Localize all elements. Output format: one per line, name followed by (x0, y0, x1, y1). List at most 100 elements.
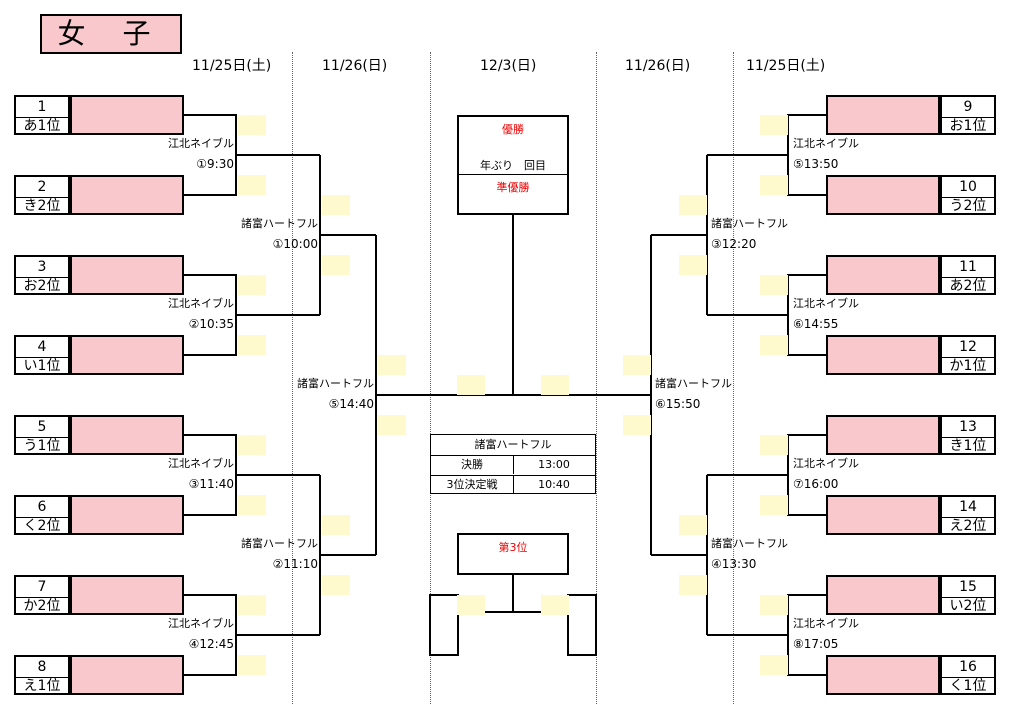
seed-number: 10 (942, 177, 994, 198)
group-rank: く2位 (23, 518, 61, 534)
match-venue: 江北ネイブル (793, 137, 859, 150)
match-time: ④12:45 (188, 637, 234, 651)
team-name-box (826, 255, 940, 295)
group-rank: え2位 (949, 518, 987, 534)
score-box (623, 355, 651, 375)
schedule-row: 3位決定戦 10:40 (431, 475, 595, 495)
score-box (238, 655, 266, 675)
group-rank: き1位 (949, 438, 987, 454)
team-name-box (70, 95, 184, 135)
group-rank: く1位 (949, 678, 987, 694)
score-box (760, 115, 788, 135)
score-box (322, 515, 350, 535)
date-header-final: 12/3(日) (480, 58, 537, 74)
seed-number: 4 (16, 337, 68, 358)
match-venue: 江北ネイブル (793, 297, 859, 310)
score-box (760, 175, 788, 195)
score-box (760, 655, 788, 675)
score-box (760, 275, 788, 295)
match-time: ②10:35 (188, 317, 234, 331)
score-box (238, 335, 266, 355)
score-box (679, 255, 707, 275)
group-rank: え1位 (23, 678, 61, 694)
score-box (679, 195, 707, 215)
score-box (238, 595, 266, 615)
score-box (322, 195, 350, 215)
team-name-box (70, 575, 184, 615)
score-box (322, 575, 350, 595)
group-rank: い2位 (949, 598, 987, 614)
team-name-box (826, 335, 940, 375)
seed-number: 11 (942, 257, 994, 278)
score-box (541, 375, 569, 395)
date-header-right-round2: 11/26(日) (625, 58, 691, 74)
team-name-box (70, 255, 184, 295)
match-venue: 諸富ハートフル (655, 377, 732, 390)
group-rank: う2位 (949, 198, 987, 214)
match-time: ①10:00 (272, 237, 318, 251)
group-rank: お2位 (23, 278, 61, 294)
final-schedule-table: 諸富ハートフル 決勝 13:00 3位決定戦 10:40 (430, 434, 596, 494)
score-box (457, 375, 485, 395)
match-venue: 江北ネイブル (793, 617, 859, 630)
score-box (760, 595, 788, 615)
match-time: ⑥15:50 (655, 397, 701, 411)
seed-number: 6 (16, 497, 68, 518)
seed-number: 12 (942, 337, 994, 358)
match-venue: 江北ネイブル (168, 457, 234, 470)
schedule-match-time: 10:40 (538, 478, 570, 491)
match-time: ①9:30 (196, 157, 234, 171)
seed-number: 13 (942, 417, 994, 438)
match-venue: 江北ネイブル (168, 137, 234, 150)
team-name-box (826, 575, 940, 615)
score-box (760, 435, 788, 455)
score-box (238, 115, 266, 135)
date-header-left-round1: 11/25日(土) (192, 58, 272, 74)
match-time: ⑦16:00 (793, 477, 839, 491)
group-rank: か2位 (23, 598, 61, 614)
seed-number: 7 (16, 577, 68, 598)
third-place-label: 第3位 (498, 541, 528, 554)
champion-box: 優勝 年ぶり 回目 準優勝 (457, 115, 569, 215)
page-title: 女 子 (40, 14, 182, 54)
match-venue: 江北ネイブル (168, 617, 234, 630)
date-header-left-round2: 11/26(日) (322, 58, 388, 74)
score-box (457, 595, 485, 615)
seed-number: 3 (16, 257, 68, 278)
team-name-box (70, 175, 184, 215)
group-rank: あ1位 (23, 118, 61, 134)
score-box (760, 335, 788, 355)
team-name-box (70, 415, 184, 455)
score-box (238, 495, 266, 515)
match-time: ②11:10 (272, 557, 318, 571)
match-venue: 諸富ハートフル (711, 537, 788, 550)
match-time: ⑤14:40 (328, 397, 374, 411)
seed-number: 2 (16, 177, 68, 198)
match-time: ③11:40 (188, 477, 234, 491)
score-box (378, 355, 406, 375)
seed-number: 9 (942, 97, 994, 118)
team-name-box (70, 495, 184, 535)
score-box (541, 595, 569, 615)
team-name-box (826, 175, 940, 215)
group-rank: う1位 (23, 438, 61, 454)
match-venue: 江北ネイブル (793, 457, 859, 470)
group-rank: き2位 (23, 198, 61, 214)
match-venue: 諸富ハートフル (297, 377, 374, 390)
match-venue: 江北ネイブル (168, 297, 234, 310)
champion-years: 年ぶり 回目 (480, 159, 546, 172)
team-name-box (826, 495, 940, 535)
match-time: ⑤13:50 (793, 157, 839, 171)
team-name-box (70, 335, 184, 375)
